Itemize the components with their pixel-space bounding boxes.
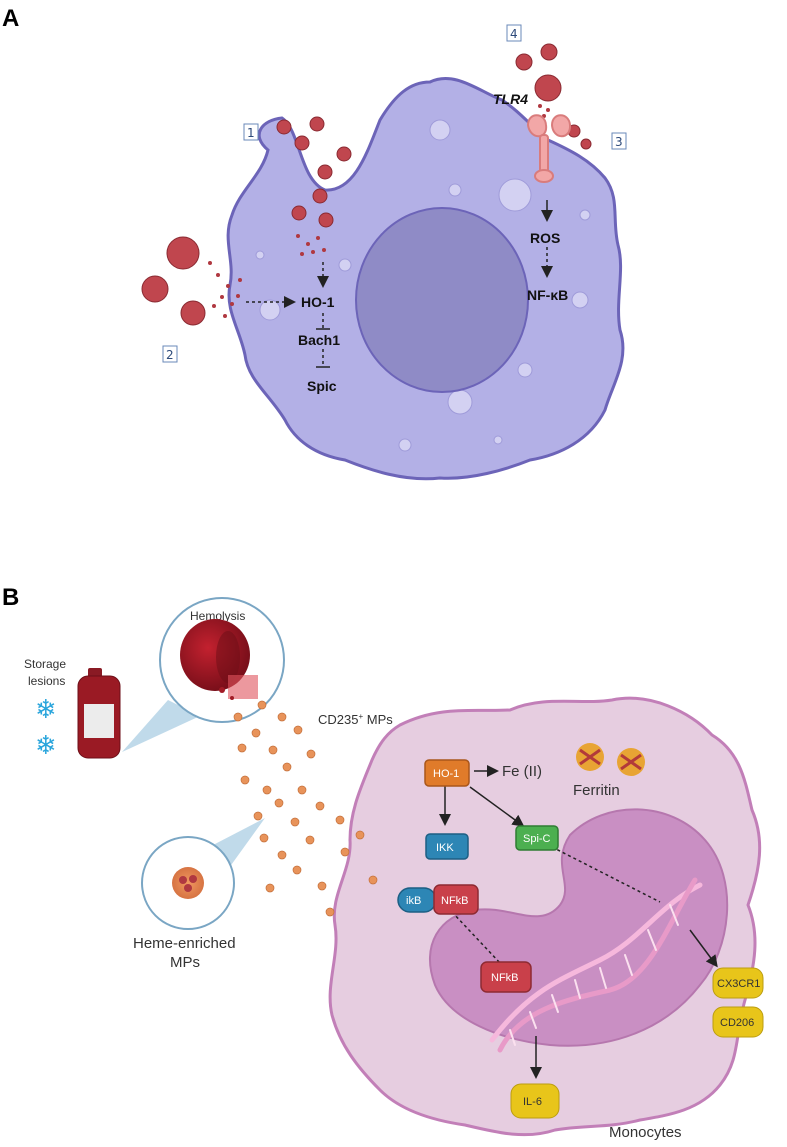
mp-dot <box>325 907 335 917</box>
heme-mp-core <box>179 875 197 892</box>
heme-mps-label-2: MPs <box>170 954 200 971</box>
mp-dot <box>274 798 284 808</box>
mp-dot <box>282 762 292 772</box>
mp-dot <box>315 801 325 811</box>
ros-label: ROS <box>530 230 560 246</box>
mp-dot <box>233 712 243 722</box>
mp-dot <box>317 881 327 891</box>
heme-particles-a <box>141 43 592 326</box>
mp-dot <box>335 815 345 825</box>
snowflake-icon: ❄ <box>35 731 57 761</box>
svg-text:HO-1: HO-1 <box>433 768 459 780</box>
mp-dot <box>305 835 315 845</box>
svg-text:2: 2 <box>166 348 174 362</box>
svg-text:IL-6: IL-6 <box>523 1096 542 1108</box>
snowflake-icon: ❄ <box>35 695 57 725</box>
mp-dot <box>253 811 263 821</box>
mp-dot <box>262 785 272 795</box>
cd206-box: CD206 <box>712 1006 764 1038</box>
left-pathway-arrows <box>246 262 330 368</box>
svg-text:4: 4 <box>510 27 518 41</box>
mp-dot <box>297 785 307 795</box>
mp-dot <box>251 728 261 738</box>
svg-text:CD206: CD206 <box>720 1017 754 1029</box>
marker-4: 4 <box>506 24 522 42</box>
spic-label-a: Spic <box>307 378 337 394</box>
il6-box: IL-6 <box>510 1083 560 1119</box>
cd235-mps-label: CD235+ MPs <box>318 712 393 727</box>
svg-text:NFkB: NFkB <box>441 895 469 907</box>
nfkb-nuc-box: NFkB <box>480 961 532 993</box>
panel-b-label: B <box>2 584 19 611</box>
bach1-label: Bach1 <box>298 332 340 348</box>
heme-mps-label-1: Heme-enriched <box>133 935 236 952</box>
mp-dot <box>268 745 278 755</box>
mp-dot <box>306 749 316 759</box>
svg-text:NFkB: NFkB <box>491 972 519 984</box>
storage-label-1: Storage <box>24 657 66 671</box>
ferritin-icon <box>576 743 645 776</box>
mp-dot <box>290 817 300 827</box>
panel-a-label: A <box>2 5 19 32</box>
nucleus-a <box>355 207 529 393</box>
cd235-mps-dots <box>233 700 378 917</box>
ho1-box: HO-1 <box>424 759 470 787</box>
hemolysis-callout <box>122 700 200 752</box>
mp-dot <box>277 850 287 860</box>
cx3cr1-box: CX3CR1 <box>712 967 764 999</box>
mp-dot <box>237 743 247 753</box>
heme-mp-icon <box>172 867 204 899</box>
mp-dot <box>259 833 269 843</box>
blood-bag-icon <box>77 668 121 759</box>
ikb-box: ikB <box>397 887 437 913</box>
storage-label-2: lesions <box>28 674 65 688</box>
mp-dot <box>368 875 378 885</box>
nfkb-label-a: NF-κB <box>527 287 568 303</box>
marker-2: 2 <box>162 345 178 363</box>
mp-dot <box>240 775 250 785</box>
ho1-label-a: HO-1 <box>301 294 335 310</box>
tlr4-label: TLR4 <box>493 91 528 107</box>
nfkb-cyto-box: NFkB <box>433 884 479 915</box>
spic-box: Spi-C <box>515 825 559 851</box>
mp-dot <box>257 700 267 710</box>
tlr4-receptor <box>526 114 572 183</box>
svg-text:Spi-C: Spi-C <box>523 833 551 845</box>
mp-dot <box>293 725 303 735</box>
svg-text:CX3CR1: CX3CR1 <box>717 978 760 990</box>
fe-label: Fe (II) <box>502 763 542 780</box>
svg-text:1: 1 <box>247 126 255 140</box>
svg-text:ikB: ikB <box>406 895 421 907</box>
mp-dot <box>265 883 275 893</box>
cell-vacuoles <box>255 119 591 452</box>
marker-1: 1 <box>243 123 259 141</box>
monocytes-label: Monocytes <box>609 1124 682 1141</box>
mp-dot <box>277 712 287 722</box>
hemolysis-label: Hemolysis <box>190 609 245 623</box>
ikk-box: IKK <box>425 833 469 860</box>
mp-dot <box>292 865 302 875</box>
svg-text:IKK: IKK <box>436 842 454 854</box>
mp-dot <box>355 830 365 840</box>
svg-text:3: 3 <box>615 135 623 149</box>
mp-dot <box>340 847 350 857</box>
heme-dots-a <box>208 104 550 318</box>
rbc-icon <box>180 619 258 700</box>
dna-helix-icon <box>489 877 703 1053</box>
pathway-arrows-b <box>439 765 718 1079</box>
ferritin-label: Ferritin <box>573 782 620 799</box>
marker-3: 3 <box>611 132 627 150</box>
